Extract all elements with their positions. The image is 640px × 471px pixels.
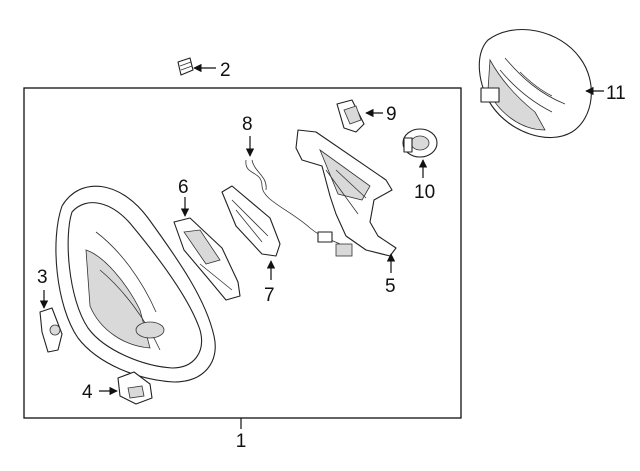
callout-8-label: 8 [242,114,253,135]
part-8-wire-harness[interactable] [245,159,353,257]
callout-6-label: 6 [178,177,189,198]
part-9-switch[interactable] [336,99,365,133]
callout-2-label: 2 [220,60,231,81]
part-2-screw[interactable] [177,57,194,76]
callout-4[interactable]: 4 [82,382,118,403]
steering-wheel[interactable] [55,185,216,383]
callout-11-label: 11 [606,83,626,104]
part-7-trim-plate[interactable] [221,185,281,257]
part-6-switch-panel[interactable] [173,217,241,301]
callout-7-label: 7 [264,285,275,306]
callout-8[interactable]: 8 [242,114,255,157]
callout-10[interactable]: 10 [414,159,435,203]
callout-6[interactable]: 6 [178,177,190,217]
callout-11[interactable]: 11 [585,83,626,104]
callout-9-label: 9 [386,104,397,125]
part-10-sensor[interactable] [402,128,438,158]
callout-1[interactable]: 1 [236,418,247,452]
callout-5[interactable]: 5 [385,253,396,297]
callout-2[interactable]: 2 [193,60,231,81]
part-4-cover-cap[interactable] [117,371,153,405]
assembly-frame [23,87,462,419]
callout-4-label: 4 [82,382,93,403]
part-3-small-trim[interactable] [39,307,63,353]
callout-9[interactable]: 9 [365,104,397,125]
part-11-airbag-module[interactable] [478,28,592,139]
callout-5-label: 5 [385,276,396,297]
callout-3[interactable]: 3 [37,267,49,309]
part-5-lower-cover[interactable] [295,129,397,257]
callout-1-label: 1 [236,431,247,452]
callout-10-label: 10 [414,182,435,203]
callout-7[interactable]: 7 [264,260,276,306]
callout-3-label: 3 [37,267,48,288]
